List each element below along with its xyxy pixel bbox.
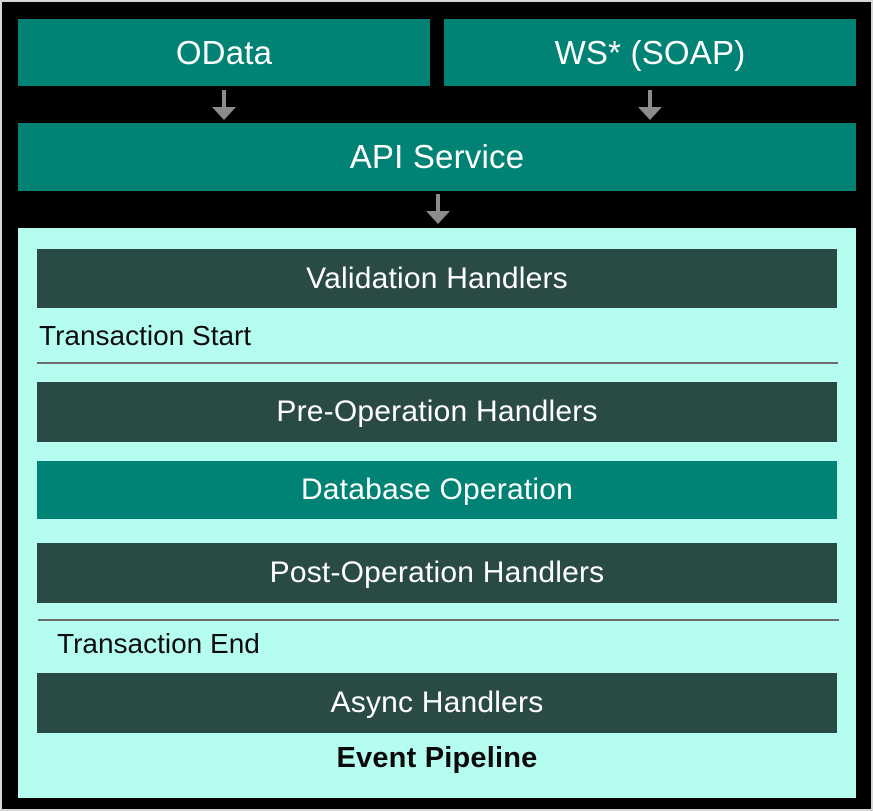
- database-operation-label: Database Operation: [300, 473, 574, 506]
- ws-soap-box: WS* (SOAP): [444, 19, 856, 86]
- transaction-end-label: Transaction End: [57, 628, 260, 659]
- arrow-head: [426, 211, 450, 224]
- arrow-down-icon: [426, 194, 450, 224]
- odata-box: OData: [18, 19, 430, 86]
- arrow-stem: [222, 90, 226, 107]
- arrow-head: [638, 107, 662, 120]
- validation-handlers-box: Validation Handlers: [37, 249, 837, 308]
- pre-operation-handlers-box: Pre-Operation Handlers: [37, 382, 837, 442]
- odata-label: OData: [175, 33, 273, 71]
- transaction-end-line: [38, 619, 839, 621]
- async-handlers-label: Async Handlers: [330, 686, 544, 719]
- ws-soap-label: WS* (SOAP): [554, 33, 746, 71]
- arrow-stem: [436, 194, 440, 211]
- arrow-head: [212, 107, 236, 120]
- database-operation-box: Database Operation: [37, 461, 837, 519]
- arrow-down-icon: [638, 90, 662, 120]
- event-pipeline-container: Validation Handlers Transaction Start Pr…: [18, 228, 856, 798]
- transaction-start-line: [37, 362, 838, 364]
- post-operation-handlers-label: Post-Operation Handlers: [269, 556, 605, 589]
- async-handlers-box: Async Handlers: [37, 673, 837, 733]
- pre-operation-handlers-label: Pre-Operation Handlers: [276, 395, 598, 428]
- arrow-stem: [648, 90, 652, 107]
- post-operation-handlers-box: Post-Operation Handlers: [37, 543, 837, 603]
- arrow-down-icon: [212, 90, 236, 120]
- api-service-box: API Service: [18, 123, 856, 191]
- validation-handlers-label: Validation Handlers: [306, 261, 568, 295]
- api-service-label: API Service: [349, 138, 525, 175]
- transaction-start-label: Transaction Start: [39, 320, 252, 351]
- event-pipeline-title: Event Pipeline: [336, 742, 538, 774]
